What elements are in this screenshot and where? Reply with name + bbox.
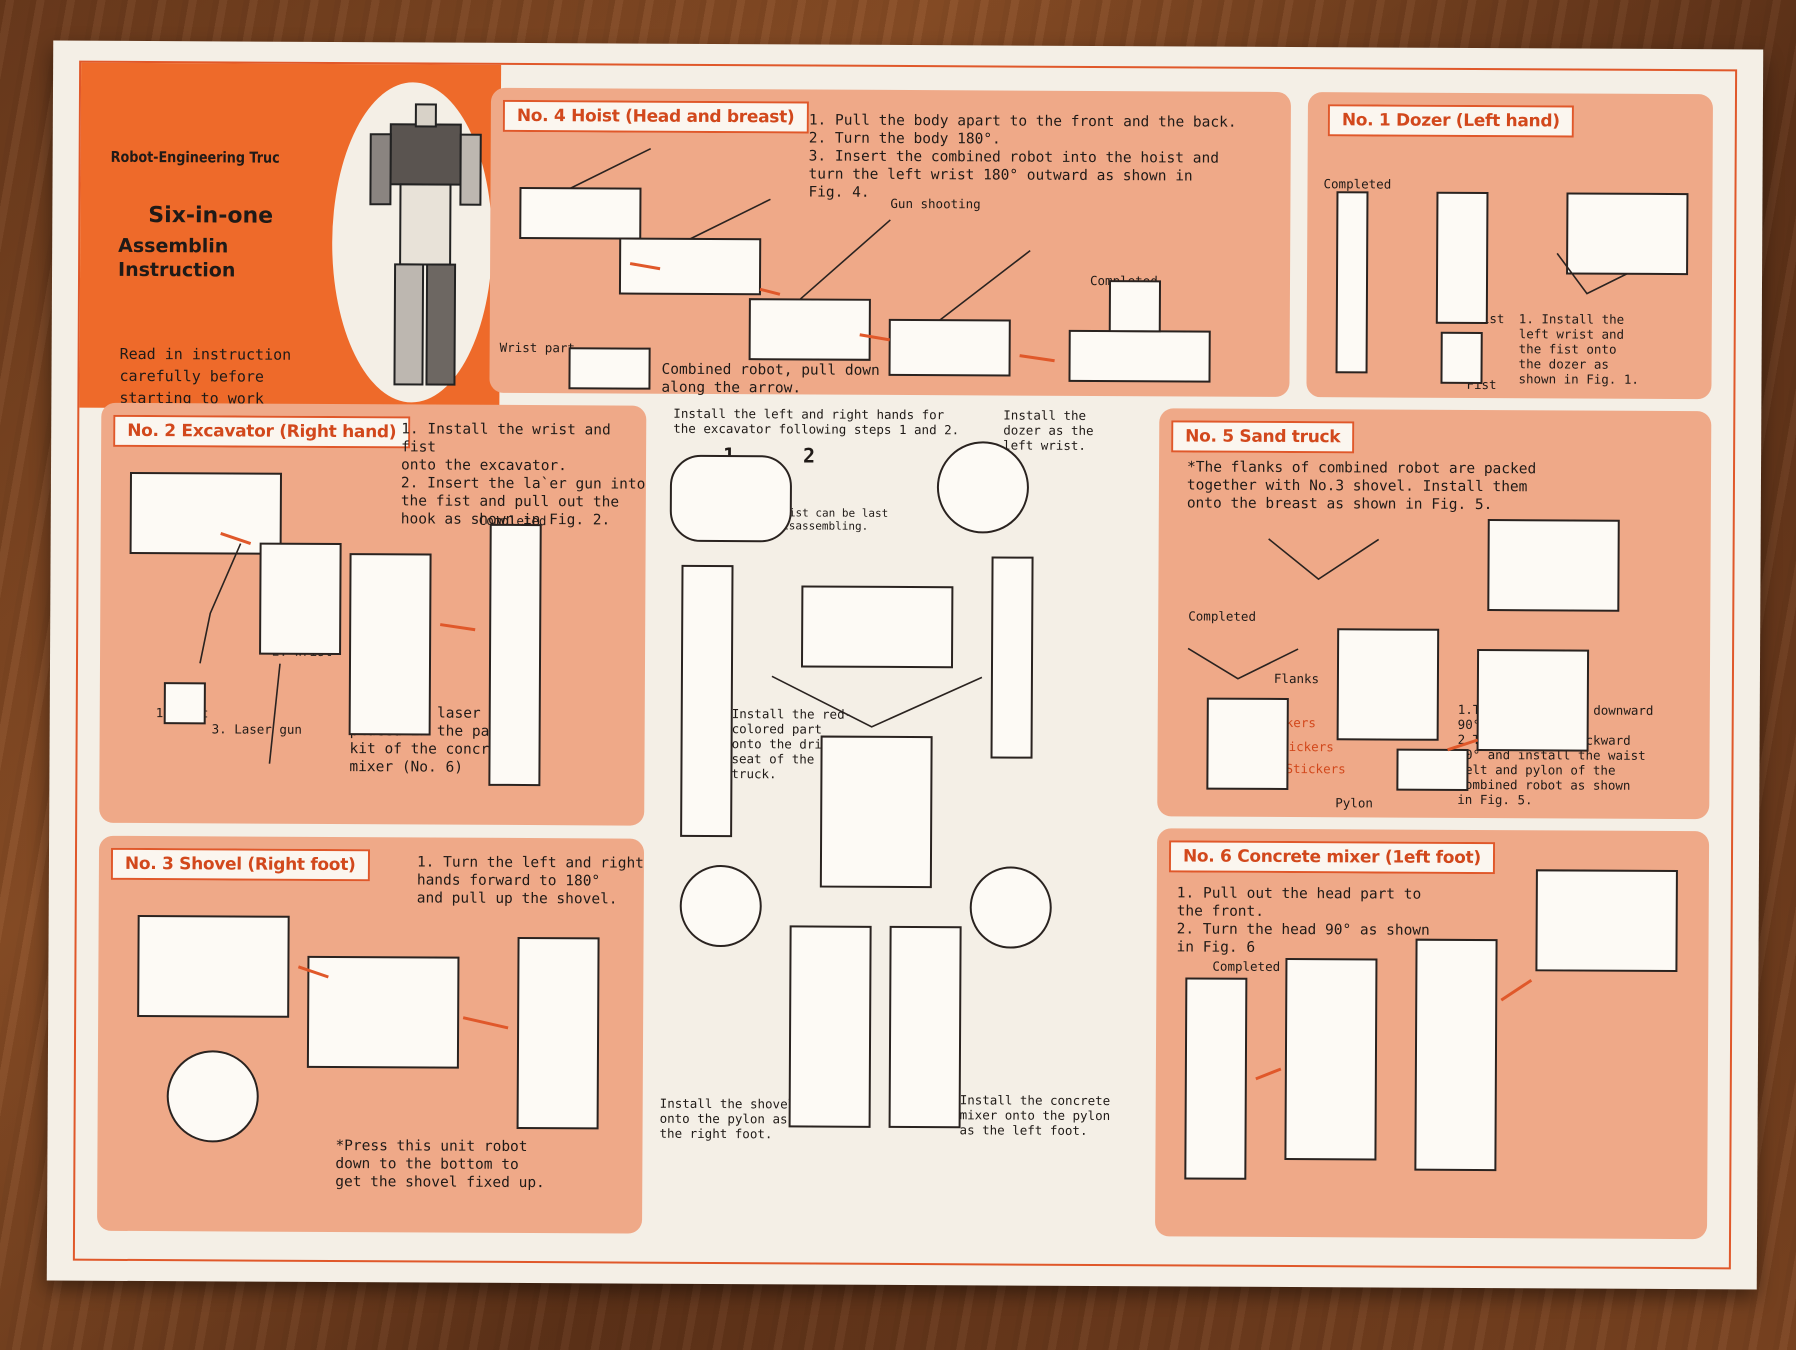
- no2-label: No. 2 Excavator (Right hand): [113, 414, 411, 449]
- no1-label: No. 1 Dozer (Left hand): [1327, 104, 1574, 138]
- panel-no6-concrete-mixer: No. 6 Concrete mixer (1eft foot) 1. Pull…: [1155, 828, 1710, 1240]
- panel-no5-sand-truck: No. 5 Sand truck *The flanks of combined…: [1157, 408, 1712, 820]
- no4-label: No. 4 Hoist (Head and breast): [502, 99, 809, 134]
- panel-no4-hoist: No. 4 Hoist (Head and breast) 1. Pull th…: [489, 87, 1292, 398]
- no3-press-note: *Press this unit robot down to the botto…: [335, 1138, 545, 1192]
- no5-note: *The flanks of combined robot are packed…: [1186, 459, 1537, 514]
- combined-robot-diagram: [669, 441, 1052, 1129]
- title-line-1: Six-in-one: [148, 203, 274, 229]
- read-note: Read in instruction carefully before sta…: [119, 344, 292, 408]
- panel-no3-shovel: No. 3 Shovel (Right foot) 1. Turn the le…: [97, 835, 645, 1234]
- excavator-diagram: [129, 471, 542, 787]
- shovel-diagram: [137, 914, 600, 1143]
- dozer-diagram: [1335, 191, 1689, 385]
- concrete-mixer-diagram: [1184, 869, 1678, 1180]
- title-line-3: Instruction: [118, 258, 236, 282]
- title-line-2: Assemblin: [118, 234, 229, 258]
- panel-center-assembly: Install the left and right hands for the…: [659, 405, 1142, 1239]
- robot-photo-illustration: [369, 103, 482, 386]
- brand-text: Robot-Engineering Truc: [110, 147, 280, 167]
- no3-label: No. 3 Shovel (Right foot): [110, 847, 370, 882]
- sand-truck-diagram: [1187, 519, 1620, 791]
- panel-no2-excavator: No. 2 Excavator (Right hand) 1. Install …: [99, 402, 647, 826]
- hoist-diagram: [519, 147, 1211, 390]
- instruction-sheet: Robot-Engineering Truc Six-in-one Assemb…: [46, 40, 1764, 1290]
- cover-panel: Robot-Engineering Truc Six-in-one Assemb…: [79, 62, 502, 410]
- no5-label: No. 5 Sand truck: [1171, 420, 1355, 454]
- panel-no1-dozer: No. 1 Dozer (Left hand) Completed Wrist …: [1306, 92, 1713, 400]
